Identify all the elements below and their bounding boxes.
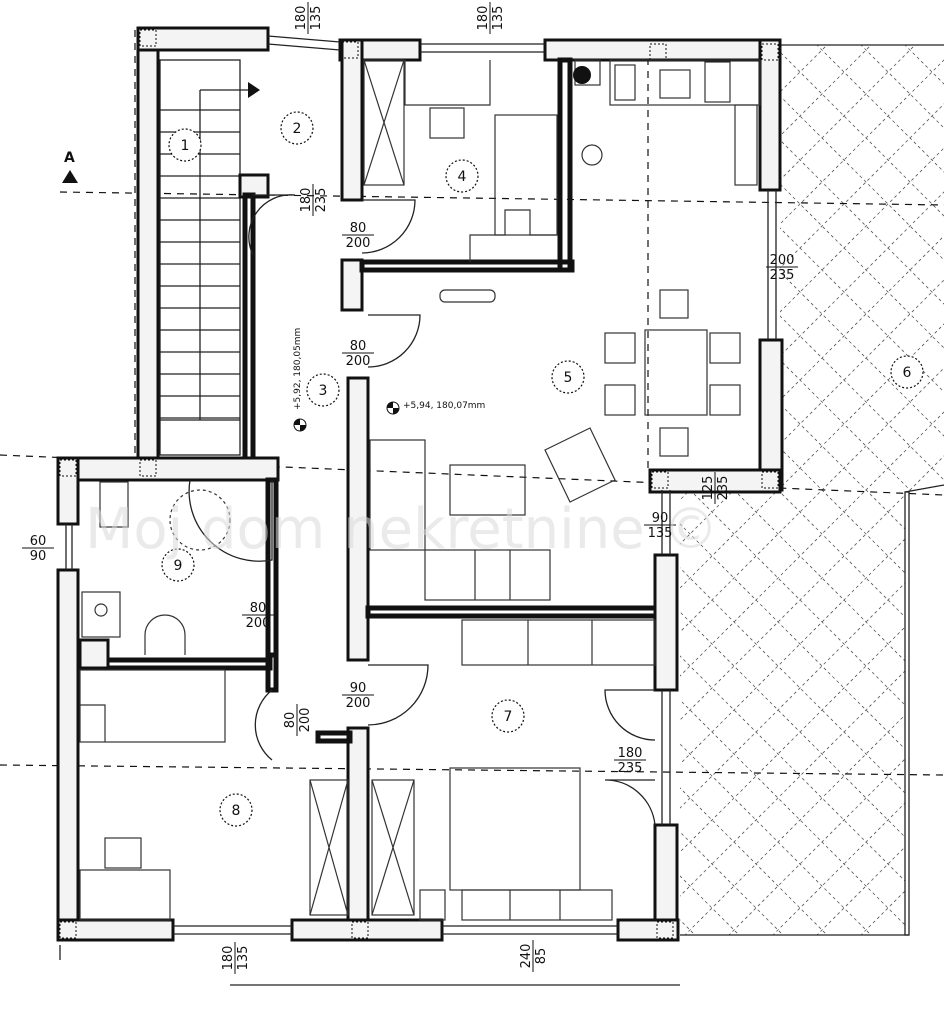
room-label: 9 — [174, 558, 183, 574]
dimension-top: 180 — [294, 6, 309, 31]
dimension-bottom: 200 — [346, 236, 371, 251]
room-label-circle — [280, 111, 314, 145]
dimension-top: 200 — [770, 253, 795, 268]
room-labels: 1 2 3 4 5 6 7 8 9 — [161, 111, 924, 827]
room-label: 5 — [564, 370, 573, 386]
section-marker-label: A — [64, 150, 75, 166]
dimension-top: 180 — [299, 188, 314, 213]
room-label-circle — [219, 793, 253, 827]
room-label: 1 — [181, 138, 190, 154]
room-label: 7 — [504, 709, 513, 725]
dimension-top: 180 — [476, 6, 491, 31]
room-label: 4 — [458, 169, 467, 185]
staircase — [159, 59, 260, 456]
dimension-top: 90 — [350, 681, 367, 696]
dimension-top: 80 — [350, 339, 367, 354]
dimension-top: 180 — [618, 746, 643, 761]
dimension-top: 80 — [250, 601, 267, 616]
level-annotation-1: +5,92, 180,05mm — [293, 328, 303, 410]
dimension-bottom: 235 — [314, 188, 329, 213]
dimension-top: 180 — [221, 946, 236, 971]
walls — [56, 26, 784, 942]
room-label-circle — [551, 360, 585, 394]
dimension-bottom: 235 — [716, 476, 731, 501]
dimension-bottom: 135 — [491, 6, 506, 31]
windows — [65, 35, 777, 935]
room-label-circle — [161, 548, 195, 582]
dimension-bottom: 135 — [236, 946, 251, 971]
level-annotation-2: +5,94, 180,07mm — [403, 401, 485, 411]
dimension-bottom: 200 — [246, 616, 271, 631]
dimension-bottom: 235 — [770, 268, 795, 283]
dimension-bottom: 135 — [309, 6, 324, 31]
dimension-top: 80 — [283, 712, 298, 729]
room-label: 8 — [232, 803, 241, 819]
room-label-circle — [890, 355, 924, 389]
room-label-circle — [445, 159, 479, 193]
dimension-bottom: 235 — [618, 761, 643, 776]
dimension-bottom: 200 — [346, 696, 371, 711]
dimension-top: 60 — [30, 534, 47, 549]
section-marker-a: A — [62, 150, 78, 183]
dimension-top: 125 — [701, 476, 716, 501]
room-label: 3 — [319, 383, 328, 399]
dimension-bottom: 90 — [30, 549, 47, 564]
level-annotations: +5,92, 180,05mm +5,94, 180,07mm — [293, 328, 485, 432]
dimension-bottom: 85 — [534, 948, 549, 965]
dimension-bottom: 200 — [346, 354, 371, 369]
furniture — [79, 59, 761, 921]
room-label: 2 — [293, 121, 302, 137]
stair-direction-arrow-icon — [248, 82, 260, 98]
room-label: 6 — [903, 365, 912, 381]
dimension-top: 90 — [652, 511, 669, 526]
dimension-top: 240 — [519, 944, 534, 969]
watermark: Moj dom nekretnine © — [85, 497, 718, 562]
dimension-bottom: 135 — [648, 526, 673, 541]
room-label-circle — [306, 373, 340, 407]
dimension-top: 80 — [350, 221, 367, 236]
dimension-bottom: 200 — [298, 708, 313, 733]
room-label-circle — [491, 699, 525, 733]
room-label-circle — [168, 128, 202, 162]
boiler-icon — [573, 66, 591, 84]
doors — [188, 194, 656, 826]
